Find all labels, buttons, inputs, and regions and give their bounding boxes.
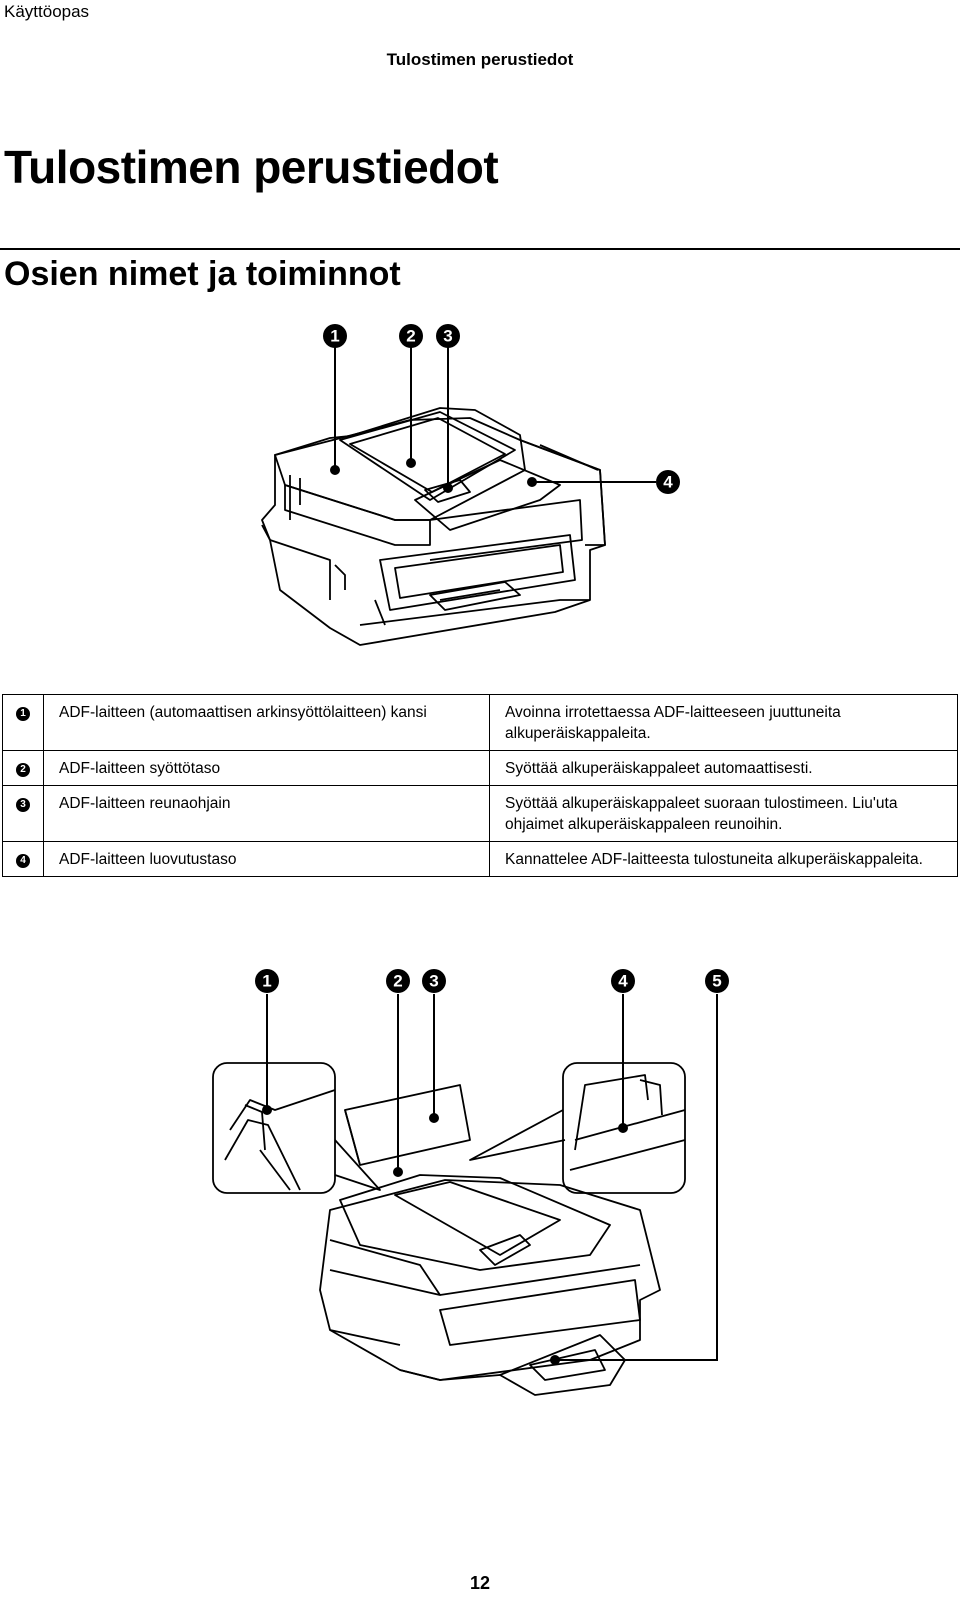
callout-4: 4: [618, 972, 628, 991]
printer-rear-illustration: 1 2 3 4 5: [212, 969, 729, 1396]
row-number-badge: 4: [16, 853, 30, 868]
callout-2: 2: [393, 972, 402, 991]
page-number: 12: [469, 1573, 491, 1593]
part-name: ADF-laitteen (automaattisen arkinsyöttöl…: [43, 694, 490, 751]
row-number-badge: 2: [16, 762, 30, 777]
document-title: Käyttöopas: [4, 2, 90, 21]
table-row: 1 ADF-laitteen (automaattisen arkinsyött…: [2, 694, 958, 751]
part-name: ADF-laitteen syöttötaso: [43, 750, 490, 786]
part-description: Syöttää alkuperäiskappaleet suoraan tulo…: [489, 785, 958, 842]
printer-adf-illustration: 1 2 3 4: [261, 324, 680, 646]
part-name: ADF-laitteen luovutustaso: [43, 841, 490, 877]
callout-5: 5: [712, 972, 721, 991]
section-title: Osien nimet ja toiminnot: [4, 255, 401, 293]
callout-4: 4: [663, 473, 673, 492]
section-divider: [0, 248, 960, 250]
parts-table: 1 ADF-laitteen (automaattisen arkinsyött…: [2, 694, 958, 877]
part-description: Kannattelee ADF-laitteesta tulostuneita …: [489, 841, 958, 877]
callout-3: 3: [429, 972, 438, 991]
part-name: ADF-laitteen reunaohjain: [43, 785, 490, 842]
chapter-title: Tulostimen perustiedot: [4, 141, 499, 193]
row-number-badge: 3: [16, 797, 30, 812]
table-row: 4 ADF-laitteen luovutustaso Kannattelee …: [2, 841, 958, 877]
table-row: 3 ADF-laitteen reunaohjain Syöttää alkup…: [2, 785, 958, 842]
part-description: Syöttää alkuperäiskappaleet automaattise…: [489, 750, 958, 786]
callout-1: 1: [262, 972, 271, 991]
part-description: Avoinna irrotettaessa ADF-laitteeseen ju…: [489, 694, 958, 751]
row-number-badge: 1: [16, 706, 30, 721]
callout-2: 2: [406, 327, 415, 346]
running-head: Tulostimen perustiedot: [386, 50, 574, 69]
callout-3: 3: [443, 327, 452, 346]
callout-1: 1: [330, 327, 339, 346]
table-row: 2 ADF-laitteen syöttötaso Syöttää alkupe…: [2, 750, 958, 786]
